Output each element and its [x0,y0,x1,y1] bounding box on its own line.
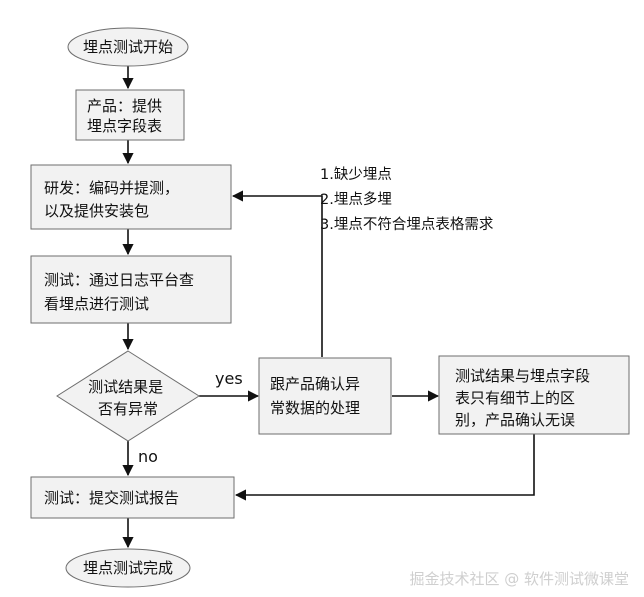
decision-label: 测试结果是 否有异常 [88,378,168,418]
report-box [30,476,235,519]
test-log-box [30,255,232,324]
decision-diamond [56,350,200,442]
node-decision: 测试结果是 否有异常 [56,350,200,442]
test-log-label: 测试：通过日志平台查 看埋点进行测试 [44,271,199,313]
edge-label-no: no [138,447,158,466]
node-start: 埋点测试开始 [67,27,189,67]
edges [122,66,535,549]
node-product: 产品：提供 埋点字段表 [75,89,185,141]
end-ellipse [65,548,191,588]
issue-2: 2.埋点多埋 [320,191,392,208]
node-dev: 研发：编码并提测， 以及提供安装包 [30,164,232,230]
node-diff: 测试结果与埋点字段 表只有细节上的区 别，产品确认无误 [438,355,630,435]
issues-note: 1.缺少埋点 2.埋点多埋 3.埋点不符合埋点表格需求 [320,166,494,233]
confirm-label: 跟产品确认异 常数据的处理 [270,375,365,417]
node-end: 埋点测试完成 [65,548,191,588]
edge-label-yes: yes [215,369,243,388]
end-label: 埋点测试完成 [83,559,173,577]
dev-box [30,164,232,230]
confirm-box [258,357,392,435]
start-ellipse [67,27,189,67]
start-label: 埋点测试开始 [83,38,173,56]
edge-confirm-to-dev [231,190,323,357]
issue-3: 3.埋点不符合埋点表格需求 [320,216,494,233]
watermark: 掘金技术社区 @ 软件测试微课堂 [409,570,629,588]
edge-diff-to-report [234,434,535,501]
node-test-log: 测试：通过日志平台查 看埋点进行测试 [30,255,232,324]
node-report: 测试：提交测试报告 [30,476,235,519]
diff-label: 测试结果与埋点字段 表只有细节上的区 别，产品确认无误 [455,367,595,429]
node-confirm: 跟产品确认异 常数据的处理 [258,357,392,435]
report-label: 测试：提交测试报告 [44,489,179,507]
dev-label: 研发：编码并提测， 以及提供安装包 [44,179,184,220]
issue-1: 1.缺少埋点 [320,166,392,183]
product-box [75,89,185,141]
diff-box [438,355,630,435]
product-label: 产品：提供 埋点字段表 [87,97,167,135]
